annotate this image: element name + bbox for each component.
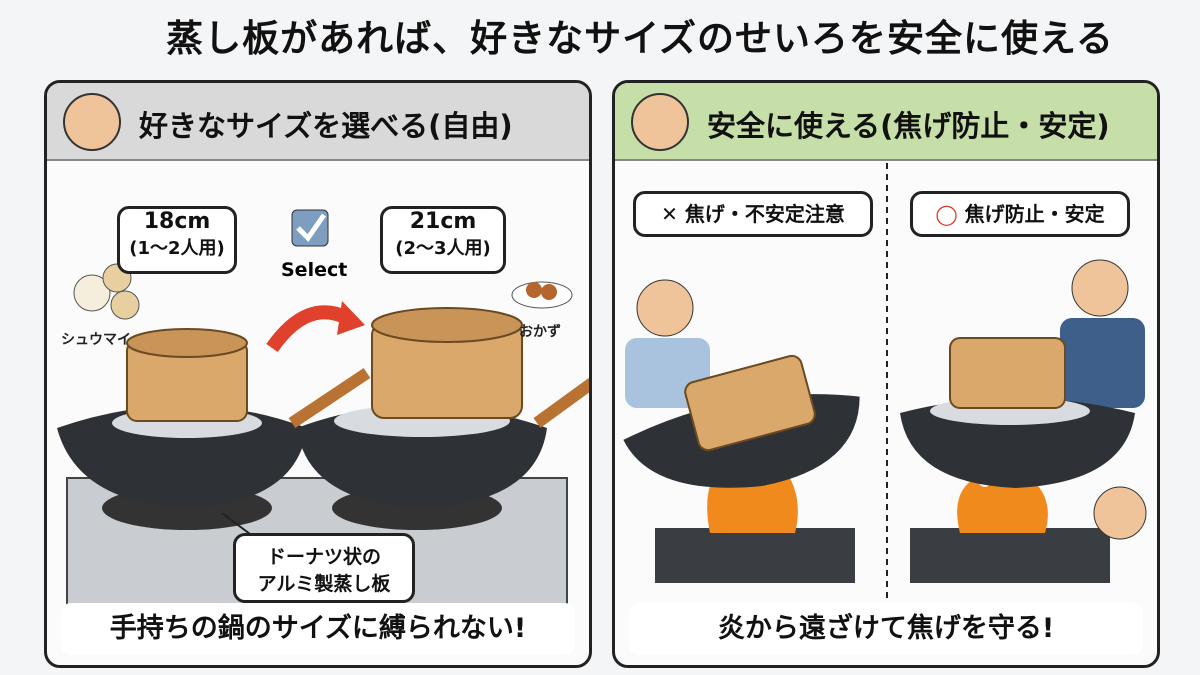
size-21-text: 21cm	[409, 209, 477, 234]
arrow-icon	[266, 305, 351, 353]
man-avatar	[63, 93, 121, 151]
wok-handle-right	[533, 378, 589, 428]
size-21-people: (2〜3人用)	[395, 238, 491, 259]
chef-avatar	[631, 93, 689, 151]
main-title: 蒸し板があれば、好きなサイズのせいろを安全に使える	[166, 17, 1114, 60]
smiling-man	[1071, 259, 1129, 317]
right-panel-header: 安全に使える(焦げ防止・安定)	[615, 83, 1157, 161]
burner-good	[910, 528, 1110, 583]
flame-good	[957, 473, 1048, 533]
circle-icon: ◯	[935, 202, 965, 226]
right-footer: 炎から遠ざけて焦げを守る!	[629, 603, 1143, 655]
worried-man	[636, 279, 694, 337]
side-dish-label: おかず	[519, 324, 561, 340]
burner-bad	[655, 528, 855, 583]
bad-bubble: ✕ 焦げ・不安定注意	[633, 191, 873, 237]
left-panel: 好きなサイズを選べる(自由) 18cm (1〜2人用) 21cm (2〜3人用)…	[44, 80, 592, 668]
size-18-text: 18cm	[143, 209, 211, 234]
cross-icon: ✕	[661, 202, 685, 226]
plate-label-box: ドーナツ状の アルミ製蒸し板	[233, 533, 415, 603]
chef-image	[1093, 486, 1147, 540]
wok-handle-left	[288, 368, 371, 428]
shumai-label: シュウマイ	[61, 332, 131, 348]
left-footer: 手持ちの鍋のサイズに縛られない!	[61, 603, 575, 655]
left-panel-header: 好きなサイズを選べる(自由)	[47, 83, 589, 161]
size-18-bubble: 18cm (1〜2人用)	[117, 206, 237, 274]
left-heading: 好きなサイズを選べる(自由)	[139, 109, 513, 143]
size-18-people: (1〜2人用)	[129, 238, 225, 259]
select-label: Select	[281, 259, 348, 281]
right-panel: 安全に使える(焦げ防止・安定) ✕ 焦げ・不安定注意 ◯ 焦げ防止・安定 炎から…	[612, 80, 1160, 668]
right-heading: 安全に使える(焦げ防止・安定)	[707, 109, 1110, 143]
steamer-tilted	[684, 354, 816, 452]
good-bubble: ◯ 焦げ防止・安定	[910, 191, 1130, 237]
right-illustration	[623, 163, 1147, 603]
bad-label: 焦げ・不安定注意	[684, 202, 845, 226]
size-21-bubble: 21cm (2〜3人用)	[380, 206, 506, 274]
good-label: 焦げ防止・安定	[964, 202, 1105, 226]
plate-label-line2: アルミ製蒸し板	[257, 573, 391, 595]
shumai-image	[110, 290, 140, 320]
side-dish-image	[541, 284, 557, 300]
plate-label-line1: ドーナツ状の	[266, 546, 381, 568]
steamer-stable	[949, 337, 1066, 409]
